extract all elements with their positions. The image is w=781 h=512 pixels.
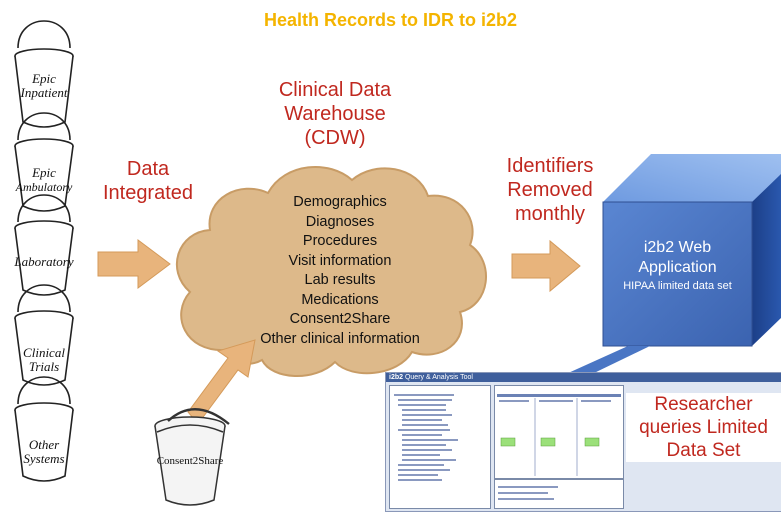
cdw-item: Diagnoses: [305, 213, 375, 230]
arrow-identifiers-removed: [511, 239, 581, 293]
callout-pointer: [566, 346, 650, 374]
cdw-item: Procedures: [302, 233, 378, 249]
source-label-laboratory: Laboratory: [14, 254, 74, 269]
i2b2-cube: [602, 154, 781, 347]
cdw-items: Demographics Diagnoses Procedures Visit …: [240, 193, 440, 349]
arrow-consent: [187, 339, 256, 425]
bucket-other-systems: [14, 376, 74, 482]
cdw-item: Lab results: [304, 272, 376, 288]
bucket-laboratory: [14, 194, 74, 296]
screenshot-results-panel: [494, 479, 624, 509]
bucket-clinical-trials: [14, 284, 74, 386]
cdw-item: Demographics: [293, 194, 387, 210]
screenshot-query-panel: [494, 385, 624, 479]
diagram-title: Health Records to IDR to i2b2: [263, 10, 518, 30]
i2b2-cube-label: i2b2 Web Application HIPAA limited data …: [623, 239, 732, 292]
cdw-item: Visit information: [288, 252, 392, 269]
consent2share-bucket-label: Consent2Share: [156, 455, 224, 467]
cdw-item: Medications: [301, 291, 379, 308]
cdw-cloud: [175, 166, 487, 377]
bucket-consent2share: [154, 408, 230, 506]
cdw-item: Consent2Share: [289, 311, 391, 327]
bucket-epic-inpatient: [14, 20, 74, 128]
arrow-data-integrated: [97, 239, 171, 289]
screenshot-tree-panel: [389, 385, 491, 509]
screenshot-titlebar: i2b2 Query & Analysis Tool: [386, 373, 781, 382]
cdw-item: Other clinical information: [260, 330, 420, 347]
